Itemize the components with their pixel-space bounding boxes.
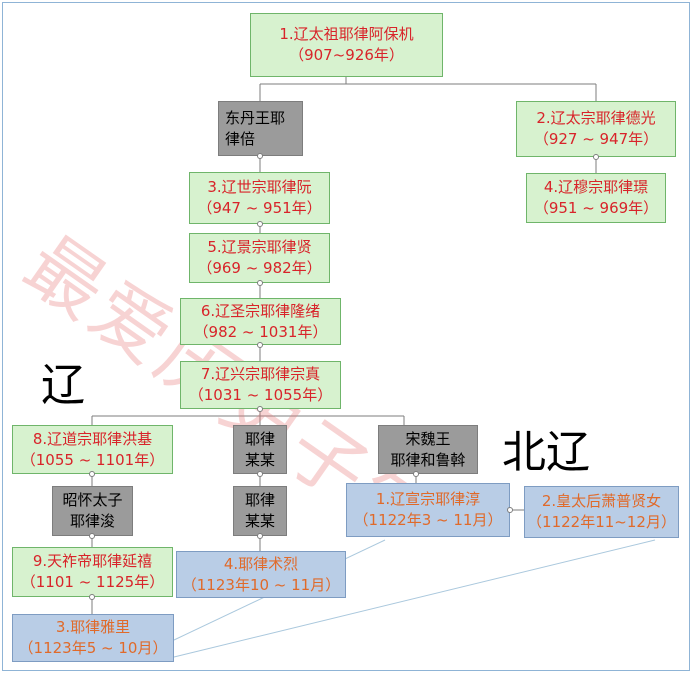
emperor-name: 6.辽圣宗耶律隆绪: [200, 301, 321, 320]
reign-years: （969 ~ 982年）: [197, 259, 322, 277]
ruler-name: 1.辽宣宗耶律淳: [375, 490, 481, 508]
reign-years: （1101 ~ 1125年）: [20, 573, 165, 591]
relative-name-line1: 宋魏王: [405, 429, 451, 448]
emperor-name: 4.辽穆宗耶律璟: [543, 178, 649, 196]
connector-dot: [257, 471, 263, 477]
reign-years: （1122年11~12月）: [527, 513, 676, 531]
relative-node-yelu-moumou-1: 耶律 某某: [233, 425, 287, 474]
ruler-name: 4.耶律术烈: [223, 554, 299, 573]
connector-dot: [257, 153, 263, 159]
reign-years: （951 ~ 969年）: [533, 199, 659, 217]
relative-name-line2: 耶律和鲁斡: [390, 450, 466, 469]
emperor-name: 5.辽景宗耶律贤: [207, 238, 312, 256]
reign-years: （1123年5 ~ 10月）: [18, 639, 168, 657]
connector-dot: [257, 533, 263, 539]
reign-years: （1123年10 ~ 11月）: [181, 575, 341, 594]
region-label-beiliao: 北辽: [502, 427, 590, 478]
emperor-node-2: 2.辽太宗耶律德光 （927 ~ 947年）: [516, 101, 676, 157]
reign-years: （927 ~ 947年）: [533, 130, 659, 148]
relative-name-line2: 某某: [244, 512, 275, 530]
xiliao-ruler-node-3: 3.耶律雅里 （1123年5 ~ 10月）: [12, 614, 174, 662]
connector-dot: [89, 594, 95, 600]
reign-years: （1055 ~ 1101年）: [20, 450, 165, 469]
ruler-name: 2.皇太后萧普贤女: [541, 492, 662, 510]
emperor-name: 1.辽太祖耶律阿保机: [279, 25, 414, 43]
region-label-liao: 辽: [41, 360, 85, 411]
reign-years: （982 ~ 1031年）: [193, 322, 328, 341]
connector-dot: [89, 533, 95, 539]
emperor-name: 8.辽道宗耶律洪基: [32, 429, 153, 448]
emperor-node-7: 7.辽兴宗耶律宗真 （1031 ~ 1055年）: [180, 361, 341, 409]
emperor-name: 2.辽太宗耶律德光: [536, 109, 656, 127]
connector-dot: [257, 342, 263, 348]
emperor-name: 3.辽世宗耶律阮: [207, 178, 312, 196]
relative-node-songwei: 宋魏王 耶律和鲁斡: [378, 425, 478, 474]
emperor-node-4: 4.辽穆宗耶律璟 （951 ~ 969年）: [526, 173, 666, 223]
emperor-name: 9.天祚帝耶律延禧: [32, 552, 153, 570]
relative-name-line1: 耶律: [244, 429, 275, 448]
connector-dot: [507, 507, 513, 513]
relative-name-line1: 东丹王耶: [225, 108, 286, 127]
emperor-node-5: 5.辽景宗耶律贤 （969 ~ 982年）: [189, 233, 330, 283]
emperor-node-6: 6.辽圣宗耶律隆绪 （982 ~ 1031年）: [180, 298, 341, 345]
beiliao-ruler-node-1: 1.辽宣宗耶律淳 （1122年3 ~ 11月）: [346, 483, 510, 537]
connector-dot: [257, 406, 263, 412]
relative-node-yelu-moumou-2: 耶律 某某: [233, 486, 287, 536]
connector-dot: [257, 221, 263, 227]
reign-years: （947 ~ 951年）: [197, 199, 322, 217]
relative-name-line2: 某某: [244, 450, 275, 469]
emperor-node-3: 3.辽世宗耶律阮 （947 ~ 951年）: [189, 172, 330, 224]
reign-years: （907~926年）: [289, 46, 404, 64]
reign-years: （1031 ~ 1055年）: [188, 386, 333, 404]
connector-dot: [89, 471, 95, 477]
emperor-node-1: 1.辽太祖耶律阿保机 （907~926年）: [250, 13, 443, 77]
connector-dot: [257, 280, 263, 286]
relative-name-line1: 昭怀太子: [62, 491, 123, 509]
relative-node-zhaohuai: 昭怀太子 耶律浚: [52, 486, 133, 536]
connector-dot: [413, 471, 419, 477]
emperor-name: 7.辽兴宗耶律宗真: [200, 365, 321, 383]
xiliao-ruler-node-4: 4.耶律术烈 （1123年10 ~ 11月）: [176, 551, 346, 598]
emperor-node-8: 8.辽道宗耶律洪基 （1055 ~ 1101年）: [12, 425, 173, 474]
emperor-node-9: 9.天祚帝耶律延禧 （1101 ~ 1125年）: [12, 547, 173, 597]
beiliao-ruler-node-2: 2.皇太后萧普贤女 （1122年11~12月）: [524, 486, 679, 538]
reign-years: （1122年3 ~ 11月）: [353, 511, 503, 529]
relative-name-line1: 耶律: [244, 491, 275, 509]
relative-name-line2: 律倍: [225, 129, 256, 148]
connector-dot: [593, 154, 599, 160]
relative-node-dongdan: 东丹王耶 律倍: [218, 101, 303, 156]
relative-name-line2: 耶律浚: [69, 512, 115, 530]
ruler-name: 3.耶律雅里: [55, 618, 131, 636]
